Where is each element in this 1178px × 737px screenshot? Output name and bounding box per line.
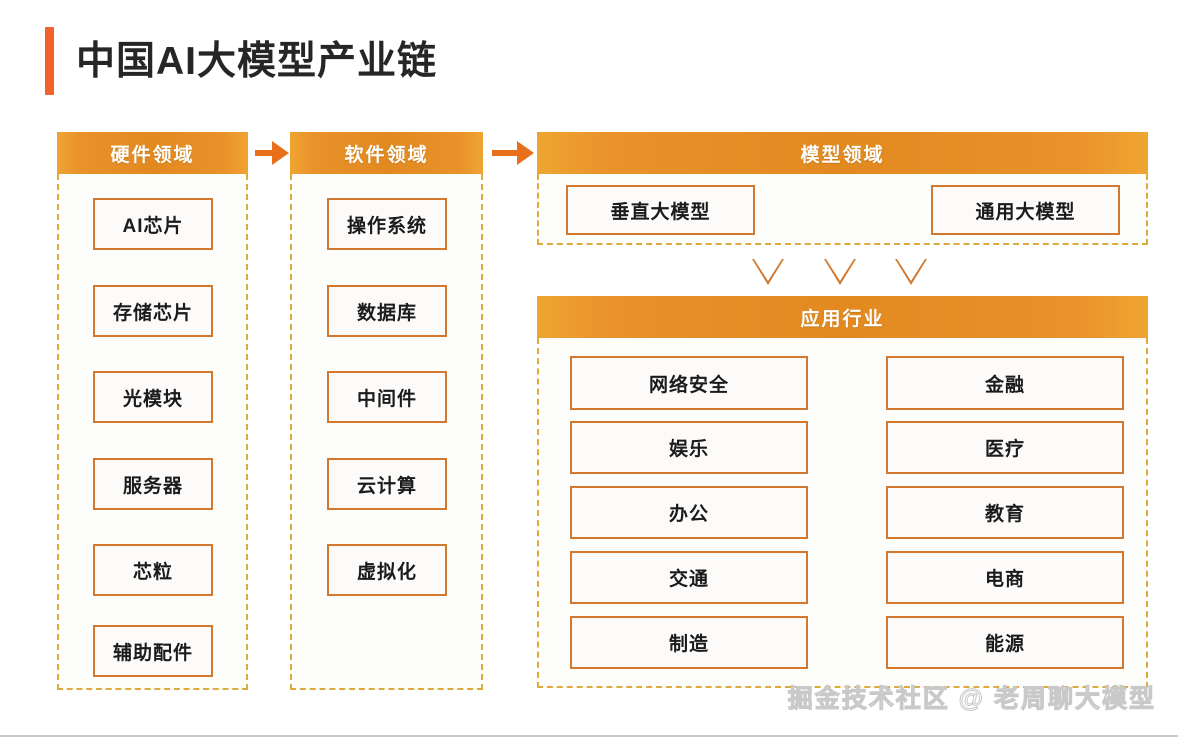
application-item-healthcare[interactable]: 医疗	[886, 421, 1124, 474]
software-container	[290, 174, 483, 690]
page-title-row: 中国AI大模型产业链	[45, 26, 437, 96]
application-item-ecommerce[interactable]: 电商	[886, 551, 1124, 604]
software-item-operating-system[interactable]: 操作系统	[327, 198, 447, 250]
arrow-shaft	[492, 150, 520, 156]
software-header: 软件领域	[290, 132, 483, 174]
application-item-office[interactable]: 办公	[570, 486, 808, 539]
application-item-manufacturing[interactable]: 制造	[570, 616, 808, 669]
hardware-header: 硬件领域	[57, 132, 248, 174]
hardware-container	[57, 174, 248, 690]
hardware-item-memory-chip[interactable]: 存储芯片	[93, 285, 213, 337]
software-item-middleware[interactable]: 中间件	[327, 371, 447, 423]
hardware-item-chiplet[interactable]: 芯粒	[93, 544, 213, 596]
arrow-head	[272, 141, 289, 165]
arrow-software-to-model	[492, 141, 536, 165]
arrow-hardware-to-software	[255, 141, 289, 165]
hardware-item-optical-module[interactable]: 光模块	[93, 371, 213, 423]
hardware-item-ai-chip[interactable]: AI芯片	[93, 198, 213, 250]
model-item-vertical[interactable]: 垂直大模型	[566, 185, 755, 235]
title-accent-bar	[45, 27, 54, 95]
application-item-cybersecurity[interactable]: 网络安全	[570, 356, 808, 410]
arrow-head	[517, 141, 534, 165]
hardware-item-accessories[interactable]: 辅助配件	[93, 625, 213, 677]
arrow-shaft	[255, 150, 275, 156]
hardware-item-server[interactable]: 服务器	[93, 458, 213, 510]
application-item-transportation[interactable]: 交通	[570, 551, 808, 604]
software-item-virtualization[interactable]: 虚拟化	[327, 544, 447, 596]
page-title: 中国AI大模型产业链	[76, 39, 438, 83]
application-item-education[interactable]: 教育	[886, 486, 1124, 539]
triangle-fill	[826, 259, 854, 281]
triangle-fill	[754, 259, 782, 281]
software-item-cloud-computing[interactable]: 云计算	[327, 458, 447, 510]
application-item-entertainment[interactable]: 娱乐	[570, 421, 808, 474]
model-item-general[interactable]: 通用大模型	[931, 185, 1120, 235]
triangle-fill	[897, 259, 925, 281]
software-item-database[interactable]: 数据库	[327, 285, 447, 337]
model-header: 模型领域	[537, 132, 1148, 174]
application-header: 应用行业	[537, 296, 1148, 338]
application-item-finance[interactable]: 金融	[886, 356, 1124, 410]
application-item-energy[interactable]: 能源	[886, 616, 1124, 669]
